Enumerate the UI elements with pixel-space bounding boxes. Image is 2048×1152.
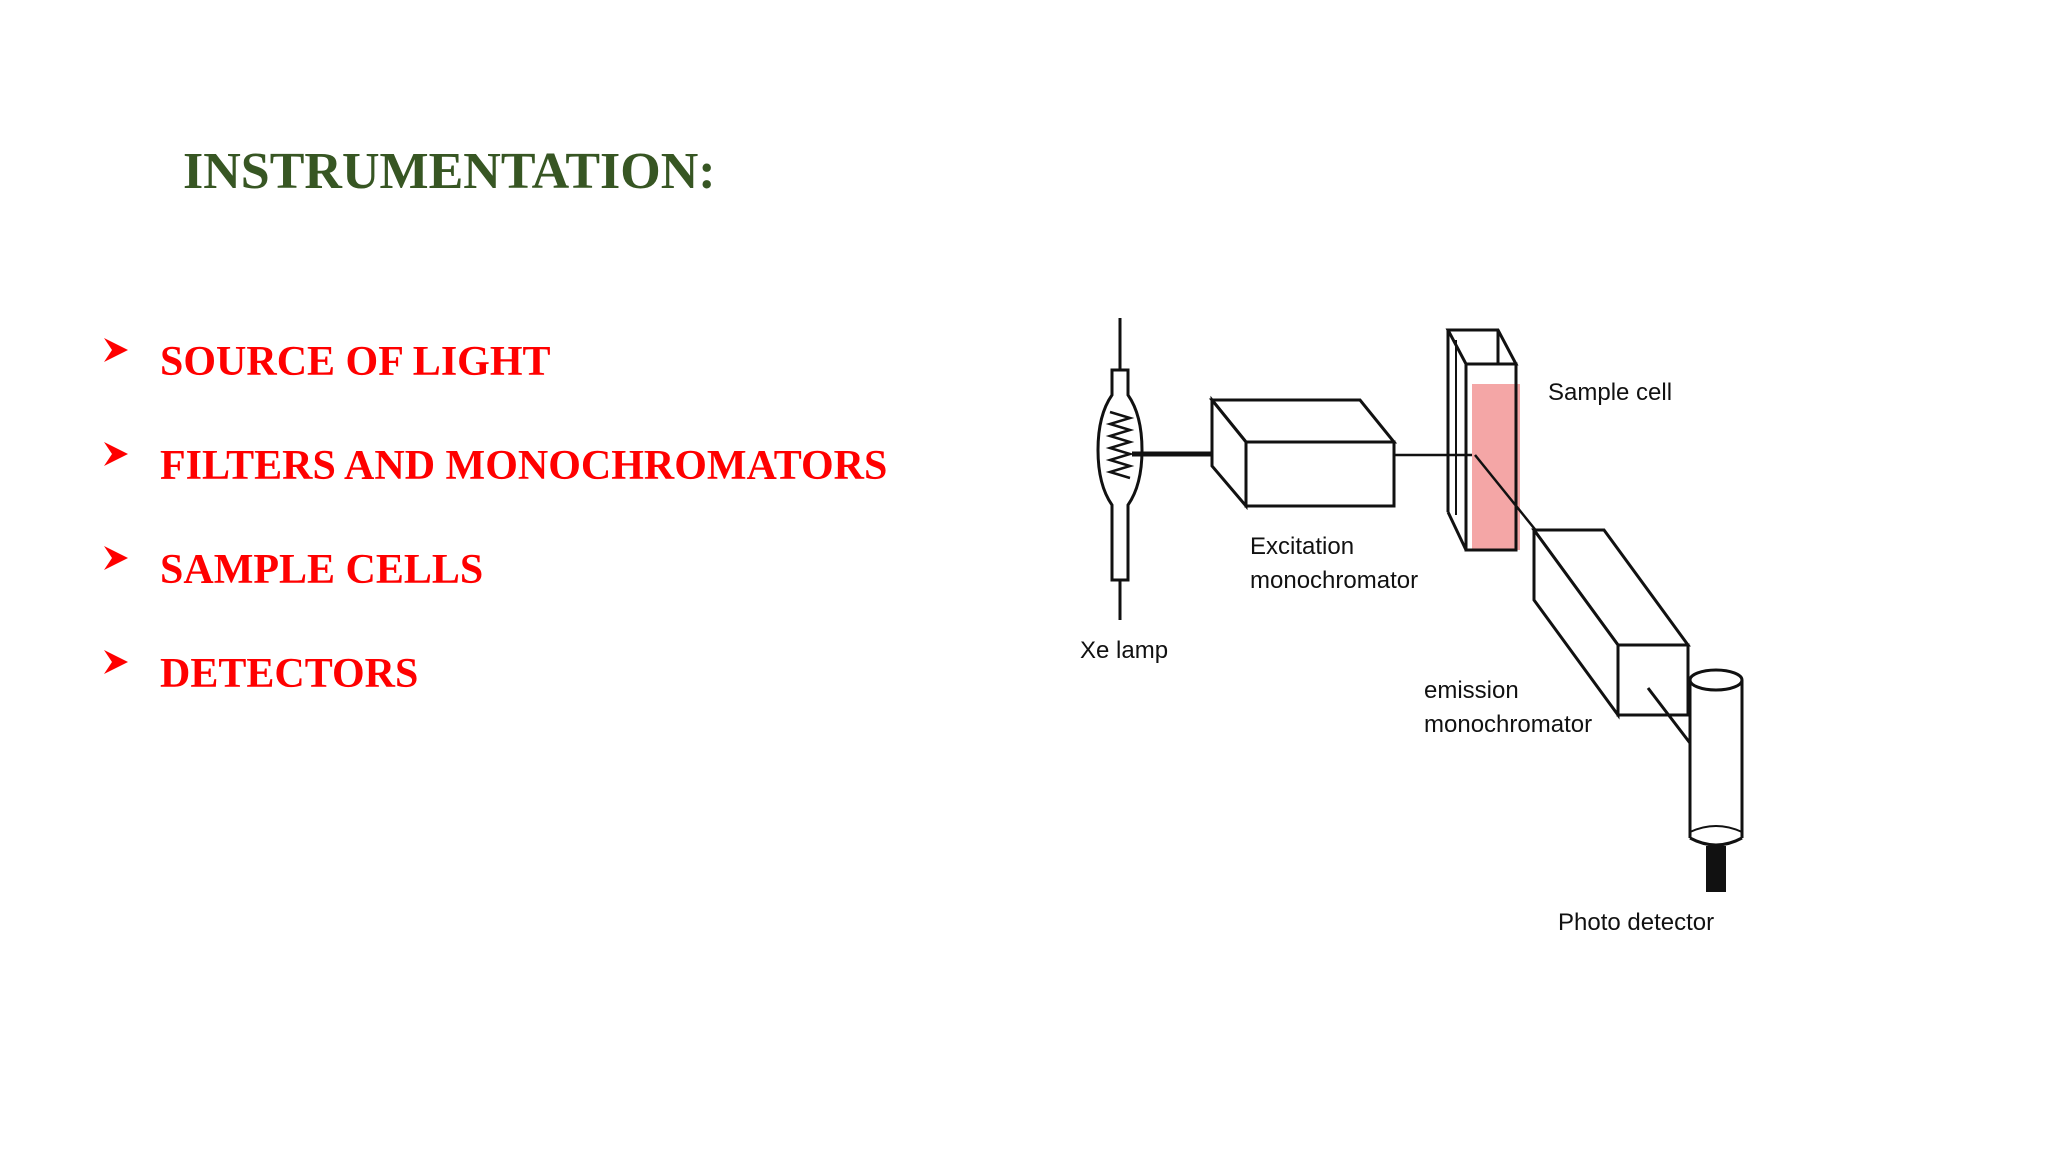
label-excitation-line2: monochromator	[1250, 567, 1418, 594]
bullet-text: FILTERS AND MONOCHROMATORS	[160, 443, 888, 489]
label-photo-detector: Photo detector	[1558, 909, 1714, 936]
fluorimeter-diagram: Xe lamp Excitation monochromator Sample …	[1080, 318, 1744, 936]
bullet-item: FILTERS AND MONOCHROMATORS	[100, 414, 887, 518]
arrow-bullet-icon	[104, 546, 128, 570]
bullet-text: SAMPLE CELLS	[160, 547, 484, 593]
bullet-item: SAMPLE CELLS	[100, 518, 887, 622]
xe-lamp	[1096, 318, 1144, 620]
arrow-bullet-icon	[104, 442, 128, 466]
label-emission-line1: emission	[1424, 677, 1519, 704]
bullet-item: DETECTORS	[100, 622, 887, 726]
bullet-item: SOURCE OF LIGHT	[100, 310, 887, 414]
bullet-text: SOURCE OF LIGHT	[160, 339, 551, 385]
emission-monochromator	[1531, 525, 1691, 720]
label-emission-line2: monochromator	[1424, 711, 1592, 738]
sample-cell	[1445, 328, 1520, 552]
sample-liquid	[1472, 384, 1520, 550]
excitation-monochromator	[1208, 395, 1398, 511]
emission-beam-in	[1474, 454, 1543, 539]
bullet-text: DETECTORS	[160, 651, 419, 697]
arrow-bullet-icon	[104, 650, 128, 674]
label-xe-lamp: Xe lamp	[1080, 637, 1168, 664]
photo-detector	[1688, 668, 1744, 892]
bullet-list: SOURCE OF LIGHT FILTERS AND MONOCHROMATO…	[100, 310, 887, 726]
label-excitation-line1: Excitation	[1250, 533, 1354, 560]
arrow-bullet-icon	[104, 338, 128, 362]
label-sample-cell: Sample cell	[1548, 379, 1672, 406]
slide-title: INSTRUMENTATION:	[183, 143, 716, 200]
